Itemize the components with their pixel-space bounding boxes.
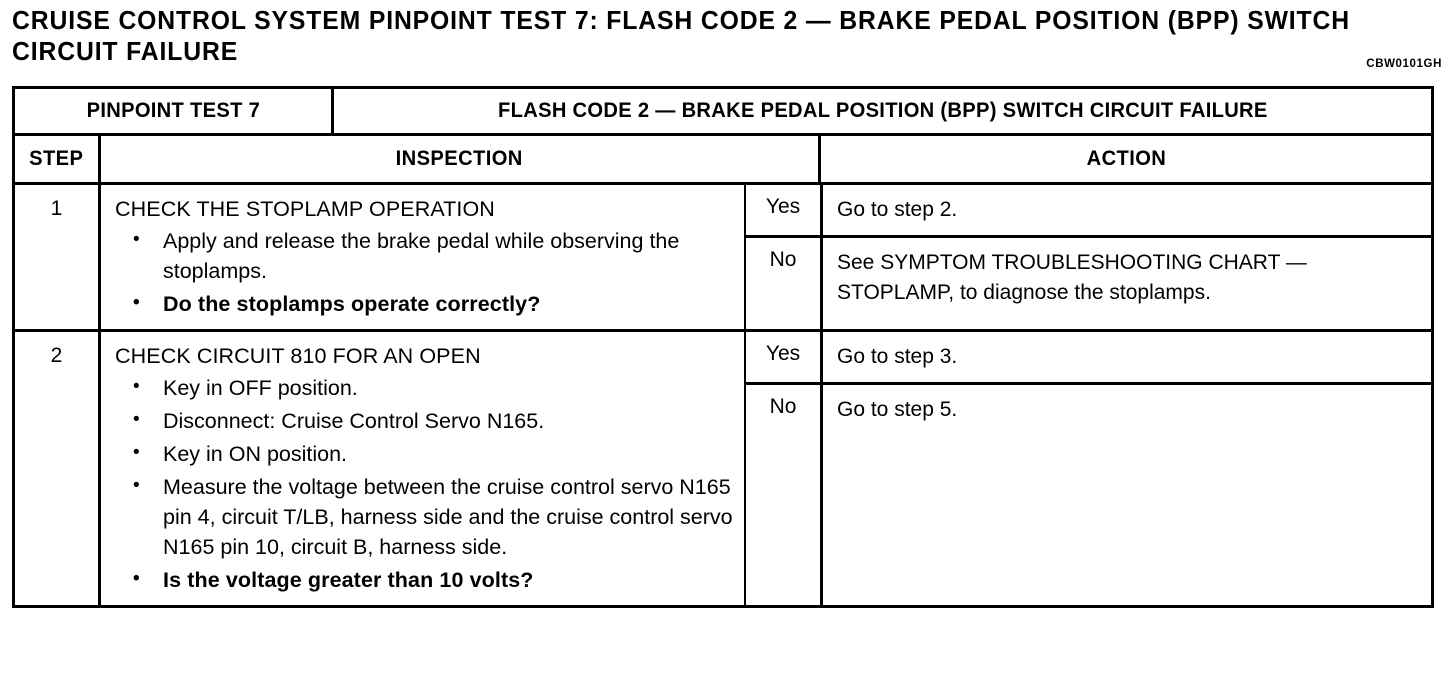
- page-title: CRUISE CONTROL SYSTEM PINPOINT TEST 7: F…: [12, 7, 1350, 66]
- list-item: Key in ON position.: [115, 438, 736, 469]
- inspection-cell: CHECK THE STOPLAMP OPERATION Apply and r…: [101, 185, 746, 329]
- step-number: 2: [15, 332, 101, 605]
- table-banner-row: PINPOINT TEST 7 FLASH CODE 2 — BRAKE PED…: [15, 89, 1431, 136]
- document-code: CBW0101GH: [1366, 58, 1442, 70]
- action-cell: Yes Go to step 3. No Go to step 5.: [746, 332, 1431, 605]
- column-header-action-label: ACTION: [1086, 147, 1166, 170]
- column-header-action: ACTION: [821, 136, 1431, 182]
- answer-value-text: Go to step 2.: [837, 198, 958, 221]
- table-row: 1 CHECK THE STOPLAMP OPERATION Apply and…: [15, 185, 1431, 332]
- list-item: Key in OFF position.: [115, 372, 736, 403]
- answer-key: Yes: [746, 332, 823, 382]
- answer-value-text: Go to step 3.: [837, 345, 958, 368]
- list-item: Is the voltage greater than 10 volts?: [115, 564, 736, 595]
- inspection-title: CHECK CIRCUIT 810 FOR AN OPEN: [115, 344, 481, 368]
- answer-value: Go to step 5.: [823, 385, 1431, 605]
- column-header-inspection-label: INSPECTION: [395, 147, 524, 170]
- table-row: 2 CHECK CIRCUIT 810 FOR AN OPEN Key in O…: [15, 332, 1431, 605]
- action-answer-no: No Go to step 5.: [746, 385, 1431, 605]
- answer-value: See SYMPTOM TROUBLESHOOTING CHART — STOP…: [823, 238, 1431, 329]
- action-answer-no: No See SYMPTOM TROUBLESHOOTING CHART — S…: [746, 238, 1431, 329]
- banner-flash-code-label: FLASH CODE 2 — BRAKE PEDAL POSITION (BPP…: [497, 99, 1268, 122]
- inspection-title: CHECK THE STOPLAMP OPERATION: [115, 197, 495, 221]
- answer-value: Go to step 2.: [823, 185, 1431, 235]
- answer-value: Go to step 3.: [823, 332, 1431, 382]
- inspection-cell: CHECK CIRCUIT 810 FOR AN OPEN Key in OFF…: [101, 332, 746, 605]
- answer-value-text: Go to step 5.: [837, 398, 958, 421]
- table-column-header-row: STEP INSPECTION ACTION: [15, 136, 1431, 185]
- list-item: Measure the voltage between the cruise c…: [115, 471, 736, 562]
- answer-value-text: See SYMPTOM TROUBLESHOOTING CHART — STOP…: [837, 251, 1307, 304]
- inspection-bullet-list: Key in OFF position. Disconnect: Cruise …: [115, 372, 736, 595]
- action-answer-yes: Yes Go to step 2.: [746, 185, 1431, 238]
- action-answer-yes: Yes Go to step 3.: [746, 332, 1431, 385]
- column-header-step: STEP: [15, 136, 101, 182]
- answer-key: Yes: [746, 185, 823, 235]
- banner-pinpoint-test-label: PINPOINT TEST 7: [86, 99, 260, 122]
- inspection-bullet-list: Apply and release the brake pedal while …: [115, 225, 736, 319]
- column-header-step-label: STEP: [29, 147, 84, 170]
- list-item: Do the stoplamps operate correctly?: [115, 288, 736, 319]
- list-item: Disconnect: Cruise Control Servo N165.: [115, 405, 736, 436]
- step-number: 1: [15, 185, 101, 329]
- action-cell: Yes Go to step 2. No See SYMPTOM TROUBLE…: [746, 185, 1431, 329]
- title-block: CRUISE CONTROL SYSTEM PINPOINT TEST 7: F…: [12, 6, 1444, 70]
- list-item: Apply and release the brake pedal while …: [115, 225, 736, 286]
- pinpoint-test-table: PINPOINT TEST 7 FLASH CODE 2 — BRAKE PED…: [12, 86, 1434, 608]
- column-header-inspection: INSPECTION: [101, 136, 821, 182]
- banner-pinpoint-test: PINPOINT TEST 7: [15, 89, 334, 133]
- banner-flash-code: FLASH CODE 2 — BRAKE PEDAL POSITION (BPP…: [334, 89, 1431, 133]
- answer-key: No: [746, 238, 823, 329]
- answer-key: No: [746, 385, 823, 605]
